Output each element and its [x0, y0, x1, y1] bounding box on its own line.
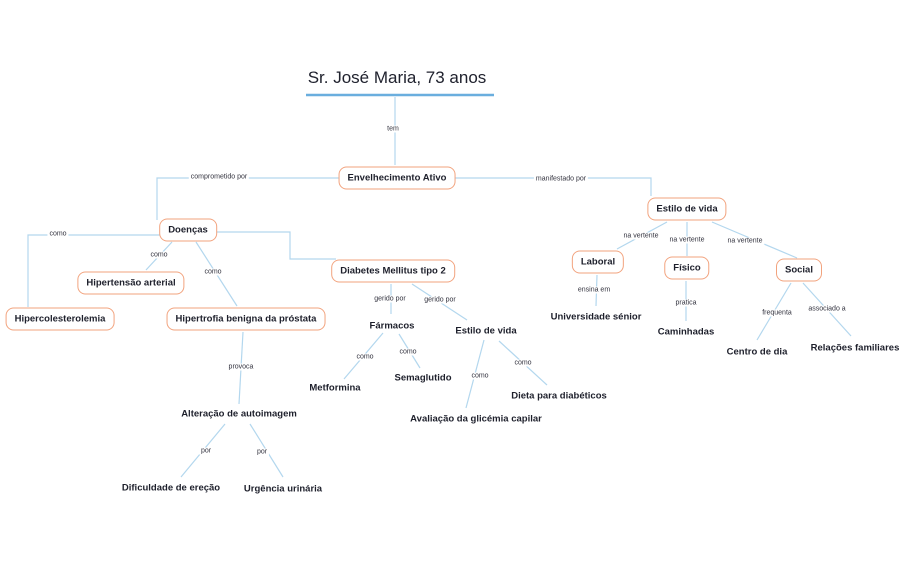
node-alteracao-autoimagem[interactable]: Alteração de autoimagem — [181, 408, 297, 420]
node-laboral[interactable]: Laboral — [571, 250, 625, 274]
edge-label-como-hipercolesterolemia[interactable]: como — [47, 230, 69, 238]
edge-label-na-vertente-social[interactable]: na vertente — [725, 237, 765, 245]
node-urgencia-urinaria[interactable]: Urgência urinária — [243, 483, 323, 495]
node-hipercolesterolemia[interactable]: Hipercolesterolemia — [5, 307, 115, 331]
edge-label-gerido-por-estilo[interactable]: gerido por — [422, 296, 458, 304]
node-universidade-senior[interactable]: Universidade sénior — [550, 311, 642, 323]
node-dificuldade-erecao[interactable]: Dificuldade de ereção — [121, 482, 221, 494]
node-semaglutido[interactable]: Semaglutido — [394, 372, 452, 384]
edge-label-como-hipertrofia[interactable]: como — [202, 268, 224, 276]
edge-line-envelhecimento-estilo — [453, 177, 652, 196]
edge-label-como-metformina[interactable]: como — [354, 353, 376, 361]
node-doencas[interactable]: Doenças — [159, 218, 217, 242]
edge-label-gerido-por-farmacos[interactable]: gerido por — [372, 295, 408, 303]
edge-line-envelhecimento-doencas — [156, 177, 342, 220]
node-caminhadas[interactable]: Caminhadas — [657, 326, 715, 338]
edge-label-como-dieta[interactable]: como — [512, 359, 534, 367]
map-title[interactable]: Sr. José Maria, 73 anos — [307, 68, 487, 87]
edge-label-como-semaglutido[interactable]: como — [397, 348, 419, 356]
node-estilo-de-vida[interactable]: Estilo de vida — [647, 197, 727, 221]
node-dieta-para-diabeticos[interactable]: Dieta para diabéticos — [511, 390, 607, 402]
edge-label-por-dificuldade[interactable]: por — [198, 447, 214, 455]
edge-line-doencas-hipercolesterolemia — [27, 234, 160, 307]
node-avaliacao-glicemia-capilar[interactable]: Avaliação da glicémia capilar — [410, 413, 542, 425]
node-metformina[interactable]: Metformina — [309, 382, 361, 394]
edge-label-como-avaliacao[interactable]: como — [469, 372, 491, 380]
node-centro-de-dia[interactable]: Centro de dia — [726, 346, 788, 358]
edge-label-pratica[interactable]: pratica — [673, 299, 699, 307]
edge-label-na-vertente-fisico[interactable]: na vertente — [667, 236, 707, 244]
node-diabetes-mellitus-tipo-2[interactable]: Diabetes Mellitus tipo 2 — [331, 259, 455, 283]
edge-line-doencas-diabetes — [215, 231, 336, 260]
edge-label-na-vertente-laboral[interactable]: na vertente — [621, 232, 661, 240]
edge-label-manifestado-por[interactable]: manifestado por — [533, 175, 589, 183]
node-farmacos[interactable]: Fármacos — [369, 320, 415, 332]
node-relacoes-familiares[interactable]: Relações familiares — [810, 342, 900, 354]
node-social[interactable]: Social — [776, 258, 822, 282]
edge-label-ensina-em[interactable]: ensina em — [575, 286, 613, 294]
node-hipertrofia-benigna-prostata[interactable]: Hipertrofia benigna da próstata — [166, 307, 326, 331]
edge-label-comprometido-por[interactable]: comprometido por — [188, 173, 250, 181]
edge-label-como-hipertensao[interactable]: como — [148, 251, 170, 259]
edge-label-tem[interactable]: tem — [385, 125, 401, 133]
edge-label-por-urgencia[interactable]: por — [254, 448, 270, 456]
node-estilo-de-vida-diabetes[interactable]: Estilo de vida — [455, 325, 517, 337]
node-envelhecimento-ativo[interactable]: Envelhecimento Ativo — [338, 166, 456, 190]
edge-label-provoca[interactable]: provoca — [226, 363, 256, 371]
edge-label-frequenta[interactable]: frequenta — [760, 309, 794, 317]
node-fisico[interactable]: Físico — [664, 256, 710, 280]
edge-label-associado-a[interactable]: associado a — [806, 305, 848, 313]
node-hipertensao-arterial[interactable]: Hipertensão arterial — [77, 271, 185, 295]
